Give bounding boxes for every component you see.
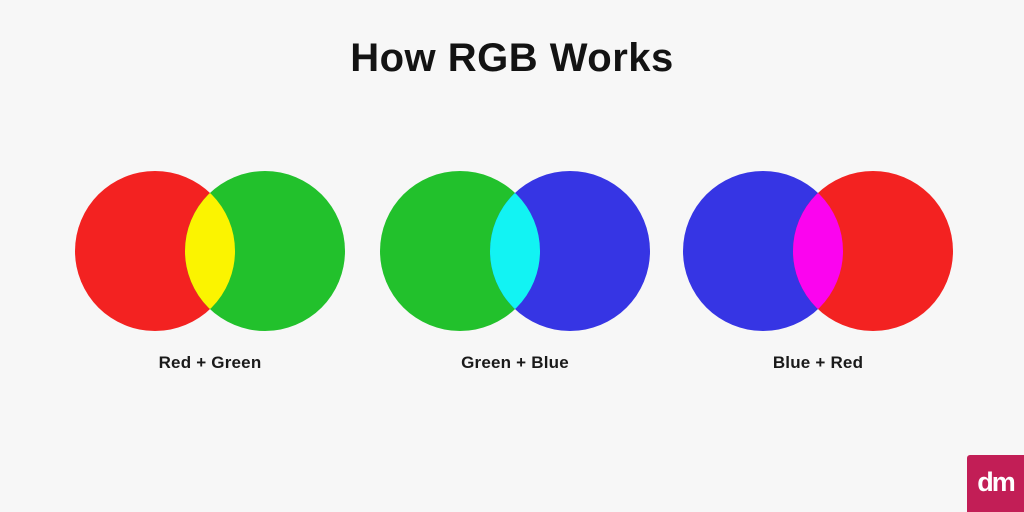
green-circle (185, 171, 345, 331)
venn-label-green-blue: Green + Blue (461, 353, 569, 372)
red-circle (793, 171, 953, 331)
designmodo-logo: dm (967, 455, 1024, 512)
venn-green-blue: Green + Blue (380, 171, 650, 373)
venn-label-blue-red: Blue + Red (772, 353, 864, 372)
venn-red-green: Red + Green (75, 171, 345, 373)
blue-circle (683, 171, 843, 331)
blue-circle (490, 171, 650, 331)
red-circle (75, 171, 235, 331)
green-circle (380, 171, 540, 331)
venn-diagram-green-blue (380, 171, 650, 331)
venn-blue-red: Blue + Red (683, 171, 953, 373)
page-title: How RGB Works (350, 36, 674, 80)
venn-label-red-green: Red + Green (158, 353, 262, 372)
venn-diagram-red-green (75, 171, 345, 331)
venn-diagram-blue-red (683, 171, 953, 331)
dm-logo-icon: dm (977, 467, 1015, 497)
